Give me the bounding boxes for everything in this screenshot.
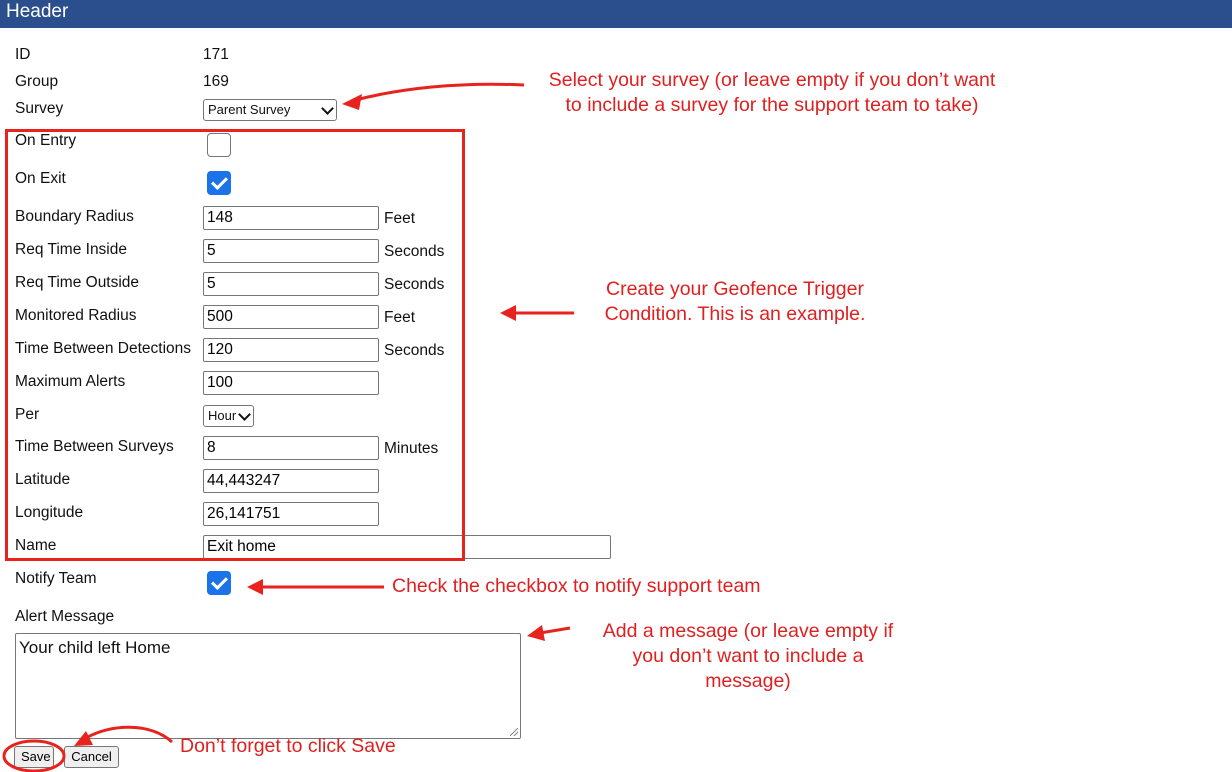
on-entry-checkbox[interactable]	[207, 133, 231, 157]
time-between-detections-unit: Seconds	[384, 342, 445, 359]
id-value: 171	[203, 46, 229, 63]
on-entry-label: On Entry	[15, 132, 77, 149]
survey-label: Survey	[15, 100, 64, 117]
req-time-outside-unit: Seconds	[384, 276, 445, 293]
req-time-outside-input[interactable]	[203, 272, 379, 296]
survey-arrow	[351, 82, 525, 103]
notify-team-label: Notify Team	[15, 570, 97, 587]
longitude-label: Longitude	[15, 504, 84, 521]
per-select[interactable]: Hour	[203, 405, 254, 427]
boundary-radius-input[interactable]	[203, 206, 379, 230]
req-time-inside-unit: Seconds	[384, 243, 445, 260]
on-exit-checkbox[interactable]	[207, 171, 231, 195]
name-input[interactable]	[203, 535, 611, 559]
per-label: Per	[15, 406, 40, 423]
group-label: Group	[15, 73, 59, 90]
resize-grip-icon[interactable]	[510, 728, 518, 736]
geofence-annotation: Create your Geofence Trigger Condition. …	[604, 278, 866, 325]
time-between-surveys-unit: Minutes	[384, 440, 439, 457]
monitored-radius-input[interactable]	[203, 305, 379, 329]
per-selected-value: Hour	[208, 408, 237, 423]
notify-team-checkbox[interactable]	[207, 571, 231, 595]
boundary-radius-unit: Feet	[384, 210, 416, 227]
latitude-input[interactable]	[203, 469, 379, 493]
latitude-label: Latitude	[15, 471, 71, 488]
time-between-surveys-input[interactable]	[203, 436, 379, 460]
message-arrow	[539, 626, 571, 635]
time-between-detections-input[interactable]	[203, 338, 379, 362]
on-exit-label: On Exit	[15, 170, 66, 187]
time-between-detections-label: Time Between Detections	[15, 340, 192, 357]
survey-selected-value: Parent Survey	[208, 102, 291, 117]
alert-message-textarea[interactable]: Your child left Home	[15, 633, 521, 739]
group-value: 169	[203, 73, 229, 90]
name-label: Name	[15, 537, 57, 554]
maximum-alerts-label: Maximum Alerts	[15, 373, 126, 390]
alert-message-label: Alert Message	[15, 608, 115, 625]
id-label: ID	[15, 46, 31, 63]
req-time-outside-label: Req Time Outside	[15, 274, 140, 291]
page-header: Header	[0, 0, 1232, 28]
req-time-inside-label: Req Time Inside	[15, 241, 127, 258]
message-annotation: Add a message (or leave empty if you don…	[602, 620, 894, 692]
notify-annotation: Check the checkbox to notify support tea…	[392, 575, 761, 597]
monitored-radius-label: Monitored Radius	[15, 307, 137, 324]
req-time-inside-input[interactable]	[203, 239, 379, 263]
survey-select[interactable]: Parent Survey	[203, 99, 337, 121]
cancel-button[interactable]: Cancel	[64, 746, 119, 768]
boundary-radius-label: Boundary Radius	[15, 208, 134, 225]
longitude-input[interactable]	[203, 502, 379, 526]
alert-message-text: Your child left Home	[19, 638, 171, 657]
geofence-highlight-box	[5, 129, 465, 561]
maximum-alerts-input[interactable]	[203, 371, 379, 395]
monitored-radius-unit: Feet	[384, 309, 416, 326]
survey-annotation: Select your survey (or leave empty if yo…	[548, 69, 996, 116]
save-annotation: Don’t forget to click Save	[180, 735, 396, 757]
chevron-down-icon	[321, 102, 334, 115]
save-button[interactable]: Save	[14, 746, 54, 768]
time-between-surveys-label: Time Between Surveys	[15, 438, 174, 455]
